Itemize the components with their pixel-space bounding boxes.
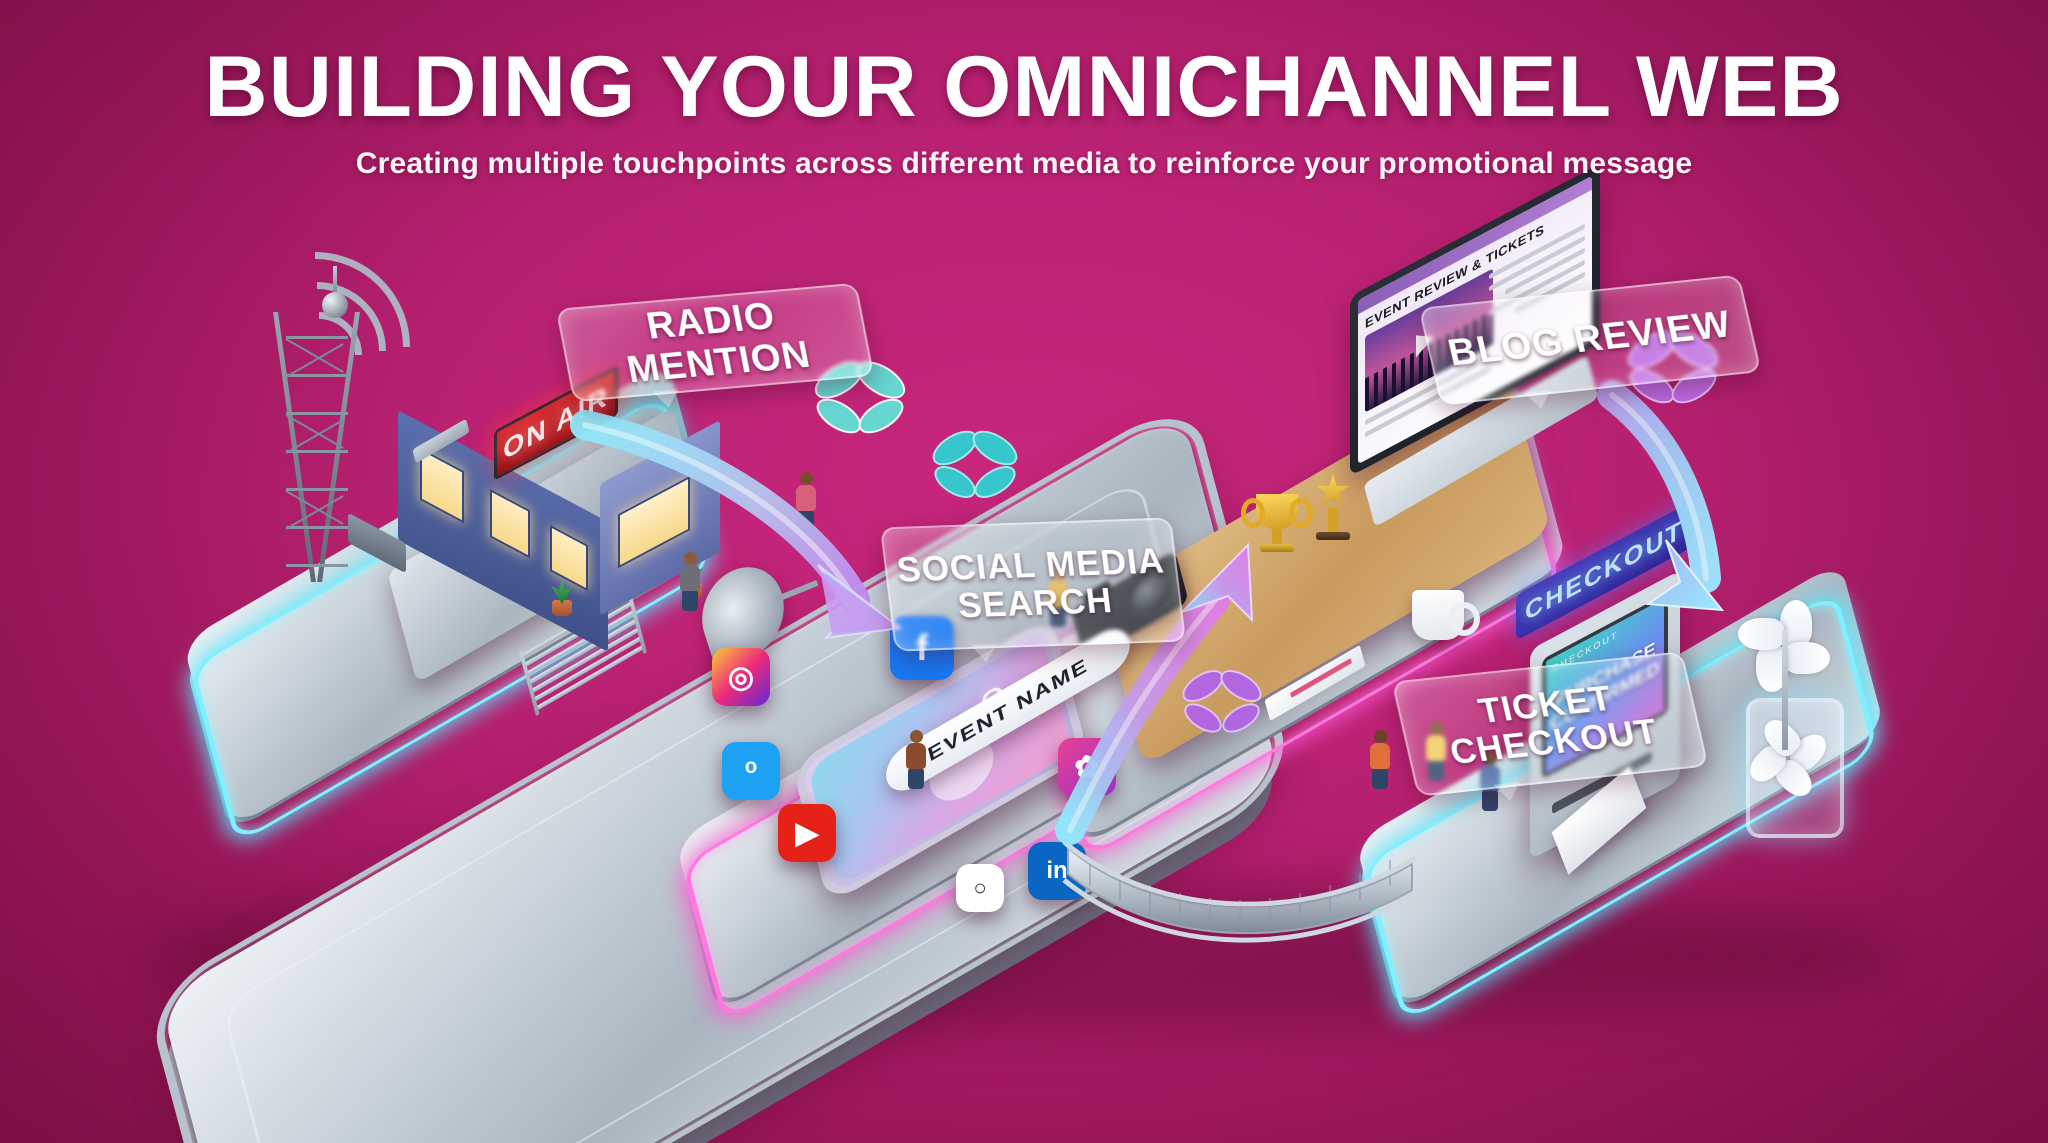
person-figure — [680, 552, 700, 611]
butterfly-purple-2 — [1175, 660, 1271, 755]
connecting-bridge — [1060, 830, 1420, 960]
radio-station-group — [180, 212, 819, 690]
trophy-cup — [1241, 494, 1313, 530]
trophy-star — [1316, 474, 1350, 540]
trophy-stem — [1272, 530, 1282, 544]
station-window — [420, 447, 464, 524]
instagram-icon[interactable]: ◎ — [712, 648, 770, 706]
person-figure — [1370, 730, 1390, 789]
trophy-base — [1316, 532, 1350, 540]
person-figure — [796, 472, 816, 531]
tower-rung — [286, 450, 348, 453]
station-window — [490, 489, 530, 559]
plant-pot — [552, 600, 572, 616]
whatsapp-icon[interactable]: ○ — [956, 864, 1004, 912]
twitter-icon[interactable]: ᵒ — [722, 742, 780, 800]
tower-brace — [285, 495, 344, 530]
page-subtitle: Creating multiple touchpoints across dif… — [355, 147, 1693, 180]
tower-brace — [285, 343, 344, 378]
pinwheel-pole — [1782, 630, 1788, 750]
tower-beacon — [322, 292, 348, 318]
pinwheel-display — [1720, 590, 1870, 850]
person-figure — [906, 730, 926, 789]
tower-rung — [286, 374, 348, 377]
butterfly-teal-2 — [925, 420, 1025, 520]
label-social-media-search: SOCIAL MEDIA SEARCH — [879, 517, 1187, 652]
tower-rung — [286, 488, 348, 491]
bridge-svg — [1062, 840, 1418, 943]
pinwheel-blade — [1738, 618, 1784, 650]
trophy-stem — [1328, 508, 1338, 532]
star-shape — [1316, 474, 1350, 506]
pinwheel-bottom — [1743, 713, 1833, 803]
trophy-gold — [1241, 494, 1313, 552]
tower-rung — [286, 336, 348, 339]
pinterest-icon[interactable]: ✿ — [1058, 738, 1116, 796]
checkout-group: CHECKOUT PURCHASE CONFIRMED CHECKOUT — [1330, 501, 1890, 950]
tower-brace — [285, 338, 344, 373]
blog-desk-group: EVENT REVIEW & TICKETS — [1060, 163, 1680, 790]
youtube-icon[interactable]: ▶ — [778, 804, 836, 862]
tower-brace — [285, 490, 344, 525]
coffee-mug — [1412, 590, 1480, 640]
pinwheel-blade — [1784, 642, 1830, 674]
tower-rung — [286, 526, 348, 529]
trophy-base — [1260, 544, 1294, 552]
page-title: BUILDING YOUR OMNICHANNEL WEB — [204, 39, 1844, 135]
tower-rung — [286, 564, 348, 567]
station-window — [550, 524, 588, 592]
header: BUILDING YOUR OMNICHANNEL WEB Creating m… — [0, 0, 2048, 181]
broadcast-tower — [272, 266, 362, 582]
tower-rung — [286, 412, 348, 415]
tower-spike — [333, 266, 337, 296]
